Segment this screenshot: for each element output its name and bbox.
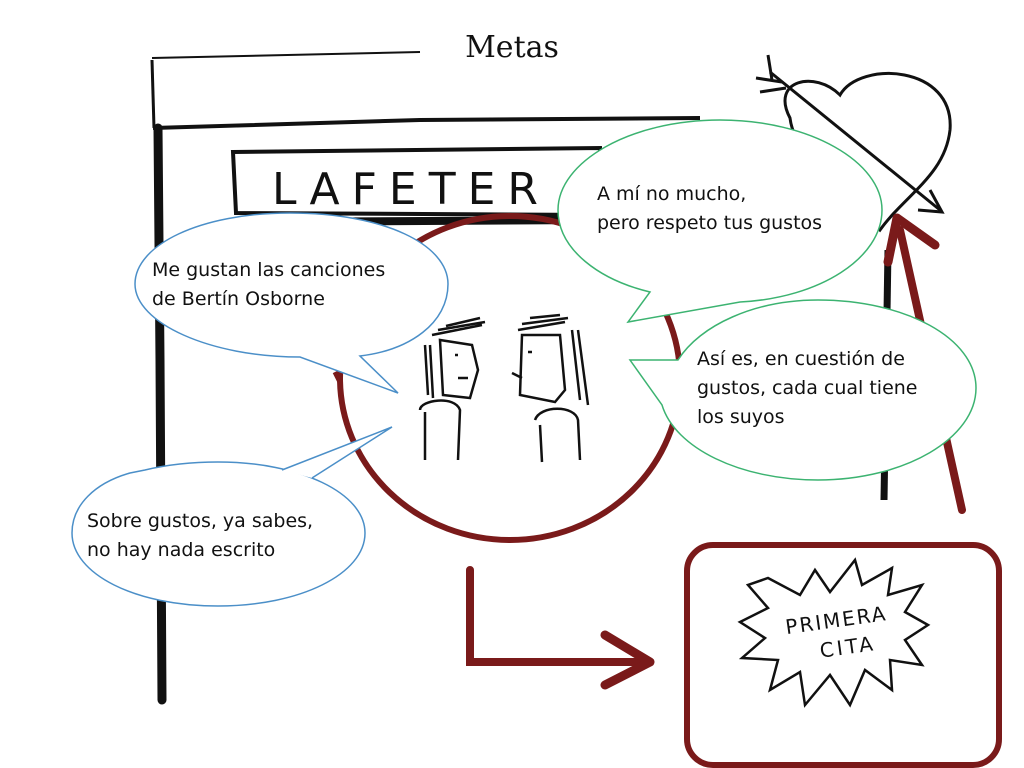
cafeteria-top-beam [152,116,701,130]
bubble-top-right: A mí no mucho, pero respeto tus gustos [597,183,823,234]
bubble-bottom-left-tail [281,426,393,479]
red-arrow-right [466,566,654,666]
arrow-through-heart [769,70,941,212]
bubble-top-left: Me gustan las canciones de Bertín Osborn… [152,259,386,310]
burst-shape [737,557,931,708]
bubble-bottom-right-shape [628,299,977,481]
bubble-top-left-shape [134,212,449,394]
bubble-bottom-left: Sobre gustos, ya sabes, no hay nada escr… [87,510,314,561]
cafeteria-sign-text: LAFETER [272,164,550,215]
bubble-top-right-shape [557,119,883,324]
cafeteria-left-post [153,123,167,705]
bubble-bottom-right: Así es, en cuestión de gustos, cada cual… [697,348,918,428]
two-people-sketch [418,313,590,463]
primera-cita-box [684,542,1002,768]
bubble-bottom-left-shape [71,461,366,607]
slide-title: Metas [465,30,559,65]
